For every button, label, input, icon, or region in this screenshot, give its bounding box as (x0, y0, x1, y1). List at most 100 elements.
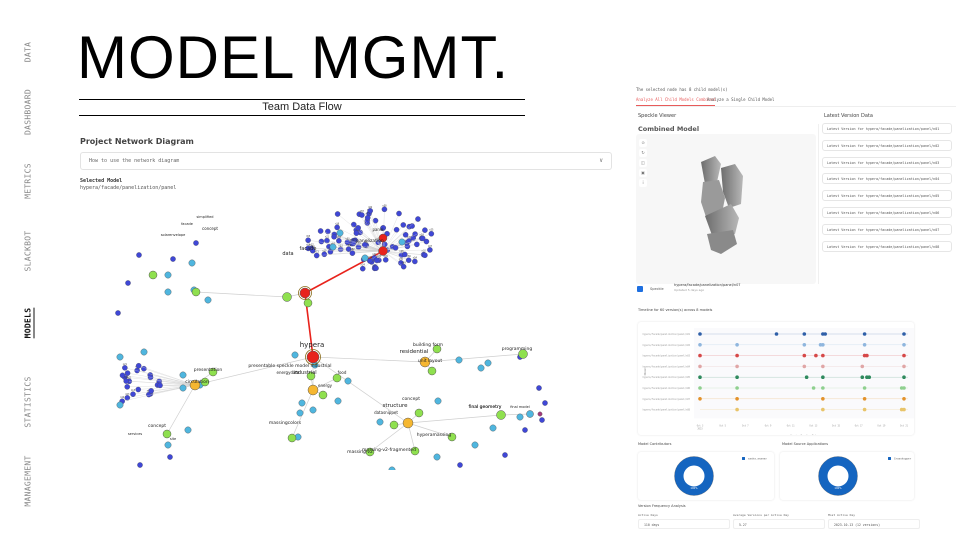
frequency-title: Version Frequency Analysis (638, 504, 686, 508)
svg-text:circulation: circulation (185, 379, 209, 385)
svg-text:n55: n55 (306, 235, 311, 238)
svg-text:datasnippet: datasnippet (374, 410, 398, 415)
svg-text:n87: n87 (360, 210, 365, 213)
svg-text:hypera/facade/panelization/pan: hypera/facade/panelization/panel/n01 (643, 333, 691, 336)
model-updated: Updated 5 days ago (674, 288, 705, 292)
svg-text:Oct 3: Oct 3 (697, 424, 704, 427)
svg-text:n09: n09 (384, 255, 389, 258)
svg-text:industrial: industrial (293, 370, 316, 376)
timeline-card: hypera/facade/panelization/panel/n01 hype… (638, 322, 914, 437)
svg-text:2023: 2023 (697, 427, 703, 430)
svg-text:food: food (338, 370, 347, 375)
svg-text:facade: facade (181, 222, 193, 226)
model-analysis-panel: The selected node has 8 child model(s) A… (622, 80, 960, 540)
model-path-link[interactable]: hypera/facade/panelization/panel/n07 (674, 283, 741, 287)
svg-text:n59: n59 (420, 233, 425, 236)
chevron-down-icon: ∨ (599, 157, 603, 164)
svg-text:n03: n03 (125, 393, 130, 396)
timeline-title: Timeline for 60 version(s) across 8 mode… (638, 308, 713, 312)
timeline-chart[interactable]: hypera/facade/panelization/panel/n01 hype… (638, 322, 914, 437)
svg-text:hypera: hypera (300, 341, 325, 349)
svg-text:massing-v2: massing-v2 (347, 449, 373, 455)
tab-single[interactable]: Analyze a Single Child Model (707, 97, 775, 102)
nav-item-models[interactable]: MODELS (23, 307, 33, 339)
contributors-donut-chart[interactable]: 100% sasha.ananev (638, 452, 774, 500)
side-navigation: DATA DASHBOARD METRICS SLACKBOT MODELS STATIS… (0, 0, 60, 540)
tab-combined[interactable]: Analyze All Child Models Combined (636, 97, 716, 106)
svg-text:hypera/facade/panelization/pan: hypera/facade/panelization/panel/n03 (643, 355, 691, 358)
latest-version-expander[interactable]: Latest Version for hypera/facade/paneliz… (822, 139, 952, 151)
column-divider (818, 124, 819, 284)
svg-text:n35: n35 (399, 258, 404, 261)
svg-text:sasha.ananev: sasha.ananev (748, 457, 767, 461)
child-count-text: The selected node has 8 child model(s) (636, 87, 728, 92)
nav-item-data[interactable]: DATA (23, 41, 33, 63)
svg-text:presentable speckle model indu: presentable speckle model industrial (248, 363, 331, 369)
svg-text:Oct 7: Oct 7 (742, 424, 749, 427)
svg-text:final geometry: final geometry (469, 404, 502, 410)
camera-icon[interactable]: ▣ (639, 169, 647, 177)
network-section-title: Project Network Diagram (80, 137, 194, 146)
contributors-title: Model Contributors (638, 442, 672, 446)
speckle-badge: Speckle (650, 287, 664, 291)
source-apps-donut-chart[interactable]: 100% Grasshopper (780, 452, 914, 500)
svg-text:structure: structure (383, 403, 409, 409)
section-icon[interactable]: ◫ (639, 159, 647, 167)
svg-text:n15: n15 (131, 389, 136, 392)
svg-text:services: services (128, 432, 143, 436)
nav-item-statistics[interactable]: STATISTICS (23, 376, 33, 428)
metric-value: 5.27 (733, 519, 825, 529)
svg-text:energydata: energydata (277, 370, 300, 375)
svg-text:Oct 15: Oct 15 (832, 424, 841, 427)
legend-swatch (742, 457, 745, 460)
svg-text:solarenvelope: solarenvelope (161, 233, 186, 237)
donut-ring (818, 456, 858, 496)
svg-text:programming: programming (502, 346, 533, 352)
svg-text:n82: n82 (350, 248, 355, 251)
speckle-viewer[interactable]: ⊙ ↻ ◫ ▣ i (636, 134, 816, 284)
svg-text:hypera/facade/panelization/pan: hypera/facade/panelization/panel/n04 (643, 365, 691, 368)
nav-item-slackbot[interactable]: SLACKBOT (23, 230, 33, 272)
svg-text:energy: energy (318, 383, 333, 388)
svg-text:n56: n56 (306, 243, 311, 246)
source-apps-card: 100% Grasshopper (780, 452, 914, 500)
help-expander[interactable]: How to use the network diagram ∨ (80, 152, 612, 170)
svg-text:concept: concept (148, 423, 166, 429)
svg-text:data: data (282, 251, 293, 257)
latest-version-expander[interactable]: Latest Version for hypera/facade/paneliz… (822, 223, 952, 235)
svg-text:massing-v2-fragmented: massing-v2-fragmented (362, 447, 416, 453)
metric-label: Most Active Day (828, 513, 856, 517)
network-diagram[interactable]: n01n02n03n07n08n09n16n19n21n24n25n26n28n… (80, 195, 615, 470)
svg-text:Oct 17: Oct 17 (855, 424, 864, 427)
latest-version-expander[interactable]: Latest Version for hypera/facade/paneliz… (822, 123, 952, 134)
info-icon[interactable]: i (639, 179, 647, 187)
svg-text:concept: concept (202, 226, 218, 231)
latest-version-expander[interactable]: Latest Version for hypera/facade/paneliz… (822, 173, 952, 185)
svg-text:n60: n60 (351, 238, 356, 241)
viewer-title: Combined Model (638, 125, 700, 133)
home-icon[interactable]: ⊙ (639, 139, 647, 147)
nav-item-dashboard[interactable]: DASHBOARD (23, 88, 33, 136)
help-expander-label: How to use the network diagram (89, 158, 180, 164)
latest-version-expander[interactable]: Latest Version for hypera/facade/paneliz… (822, 190, 952, 202)
svg-text:hyperamassing: hyperamassing (417, 432, 452, 438)
svg-text:concept: concept (402, 396, 420, 402)
nav-item-management[interactable]: MANAGEMENT (23, 455, 33, 507)
svg-text:residential: residential (400, 349, 429, 355)
svg-text:hypera/facade/panelization/pan: hypera/facade/panelization/panel/n07 (643, 398, 691, 401)
nav-item-metrics[interactable]: METRICS (23, 163, 33, 199)
svg-text:n89: n89 (402, 262, 407, 265)
svg-text:n69: n69 (347, 244, 352, 247)
3d-model-render (701, 156, 743, 254)
svg-text:n63: n63 (311, 246, 316, 249)
latest-version-expander[interactable]: Latest Version for hypera/facade/paneliz… (822, 156, 952, 168)
rotate-icon[interactable]: ↻ (639, 149, 647, 157)
metric-label: Active Days (638, 513, 658, 517)
latest-version-expander[interactable]: Latest Version for hypera/facade/paneliz… (822, 240, 952, 252)
latest-version-expander[interactable]: Latest Version for hypera/facade/paneliz… (822, 207, 952, 218)
svg-text:n73: n73 (315, 251, 320, 254)
svg-text:hypera/facade/panelization/pan: hypera/facade/panelization/panel/n02 (643, 344, 691, 347)
svg-text:presentation: presentation (194, 367, 223, 373)
svg-text:Oct 13: Oct 13 (809, 424, 818, 427)
svg-text:n02: n02 (422, 250, 427, 253)
